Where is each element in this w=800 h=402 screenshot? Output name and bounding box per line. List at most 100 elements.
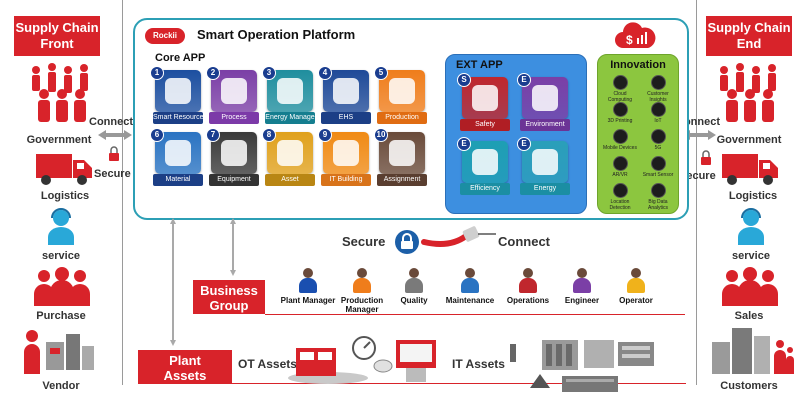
core-app-tile-label: Process [209,112,259,124]
platform-title: Smart Operation Platform [197,27,356,42]
supply-chain-front-title: Supply Chain Front [14,16,100,56]
innovation-item-icon [612,183,628,198]
ext-app-tile-label: Safety [460,119,510,131]
innovation-item[interactable]: IoT [640,102,676,124]
innovation-item-icon [650,129,666,144]
it-assets-label: IT Assets [452,357,505,371]
innovation-item[interactable]: 3D Printing [602,102,638,124]
left-item-service: service [42,250,80,262]
ext-app-tile-number: E [517,137,531,151]
left-secure-label: Secure [94,168,131,180]
core-app-tile-label: Equipment [209,174,259,186]
ext-app-tile-number: S [457,73,471,87]
core-app-tile-number: 6 [150,128,164,142]
plant-assets-line [232,383,686,384]
ext-app-tile-1[interactable]: S Safety [457,73,510,133]
person-label: Quality [400,296,428,305]
innovation-item[interactable]: Location Detection [602,183,638,211]
innovation-item-label: Cloud Computing [607,91,633,103]
left-item-government: Government [26,134,92,146]
ext-app-tile-3[interactable]: E Efficiency [457,137,510,197]
innovation-item[interactable]: AR/VR [602,156,638,178]
connect-label: Connect [498,234,550,249]
core-app-tile-number: 7 [206,128,220,142]
business-group-person: Operator [606,268,666,305]
core-app-tile-icon [267,70,313,112]
innovation-title: Innovation [610,59,666,71]
core-app-tile-number: 10 [374,128,388,142]
person-label: Maintenance [445,296,495,305]
svg-text:$: $ [626,33,633,47]
innovation-item[interactable]: Customer Insights [640,75,676,103]
core-app-tile-icon [155,132,201,174]
innovation-item[interactable]: 5G [640,129,676,151]
network-cable-icon [420,224,498,250]
service-agent-icon [46,207,76,245]
person-label: Production Manager [340,296,384,314]
innovation-item-icon [650,102,666,117]
dollar-cloud-icon: $ [613,22,657,50]
left-item-logistics: Logistics [40,190,90,202]
innovation-item-icon [650,183,666,198]
rockii-logo: Rockii [145,28,185,44]
government-right-icon [708,62,798,128]
ext-app-tile-label: Efficiency [460,183,510,195]
business-group-person: Quality [384,268,444,305]
innovation-item[interactable]: Mobile Devices [602,129,638,151]
core-app-tile-number: 5 [374,66,388,80]
innovation-item-icon [612,102,628,117]
government-icon [20,62,110,128]
core-app-tile-label: Asset [265,174,315,186]
platform-connector-2 [230,218,236,276]
person-icon [519,268,537,294]
core-app-tile-label: EHS [321,112,371,124]
ext-app-tile-number: E [517,73,531,87]
innovation-item-label: AR/VR [612,172,628,178]
person-label: Operator [619,296,653,305]
secure-label: Secure [342,234,386,249]
sales-group-icon [720,266,780,306]
person-icon [573,268,591,294]
innovation-item[interactable]: Big Data Analytics [640,183,676,211]
left-connect-arrow-icon [96,128,134,140]
left-item-purchase: Purchase [36,310,86,322]
person-label: Engineer [564,296,600,305]
innovation-item-label: Customer Insights [647,91,669,103]
innovation-item-icon [650,75,666,90]
left-divider [122,0,123,385]
business-group-person: Operations [498,268,558,305]
innovation-item[interactable]: Cloud Computing [602,75,638,103]
business-group-person: Plant Manager [278,268,338,305]
ext-app-tile-2[interactable]: E Environment [517,73,570,133]
ext-app-tile-number: E [457,137,471,151]
right-item-logistics: Logistics [728,190,778,202]
it-assets-illustration [506,336,684,394]
left-connect-label: Connect [89,116,133,128]
person-label: Operations [506,296,550,305]
right-item-customers: Customers [720,380,778,392]
left-item-vendor: Vendor [42,380,80,392]
innovation-item[interactable]: Smart Sensor [640,156,676,178]
secure-lock-icon [394,229,420,255]
core-app-tile-label: Energy Manage [265,112,315,124]
truck-right-icon [722,152,780,186]
core-app-tile-number: 2 [206,66,220,80]
vendor-icon [20,326,96,374]
core-app-tile-number: 8 [262,128,276,142]
plant-assets-label: Plant Assets [138,350,232,384]
ext-app-tile-label: Environment [520,119,570,131]
right-item-service: service [732,250,770,262]
